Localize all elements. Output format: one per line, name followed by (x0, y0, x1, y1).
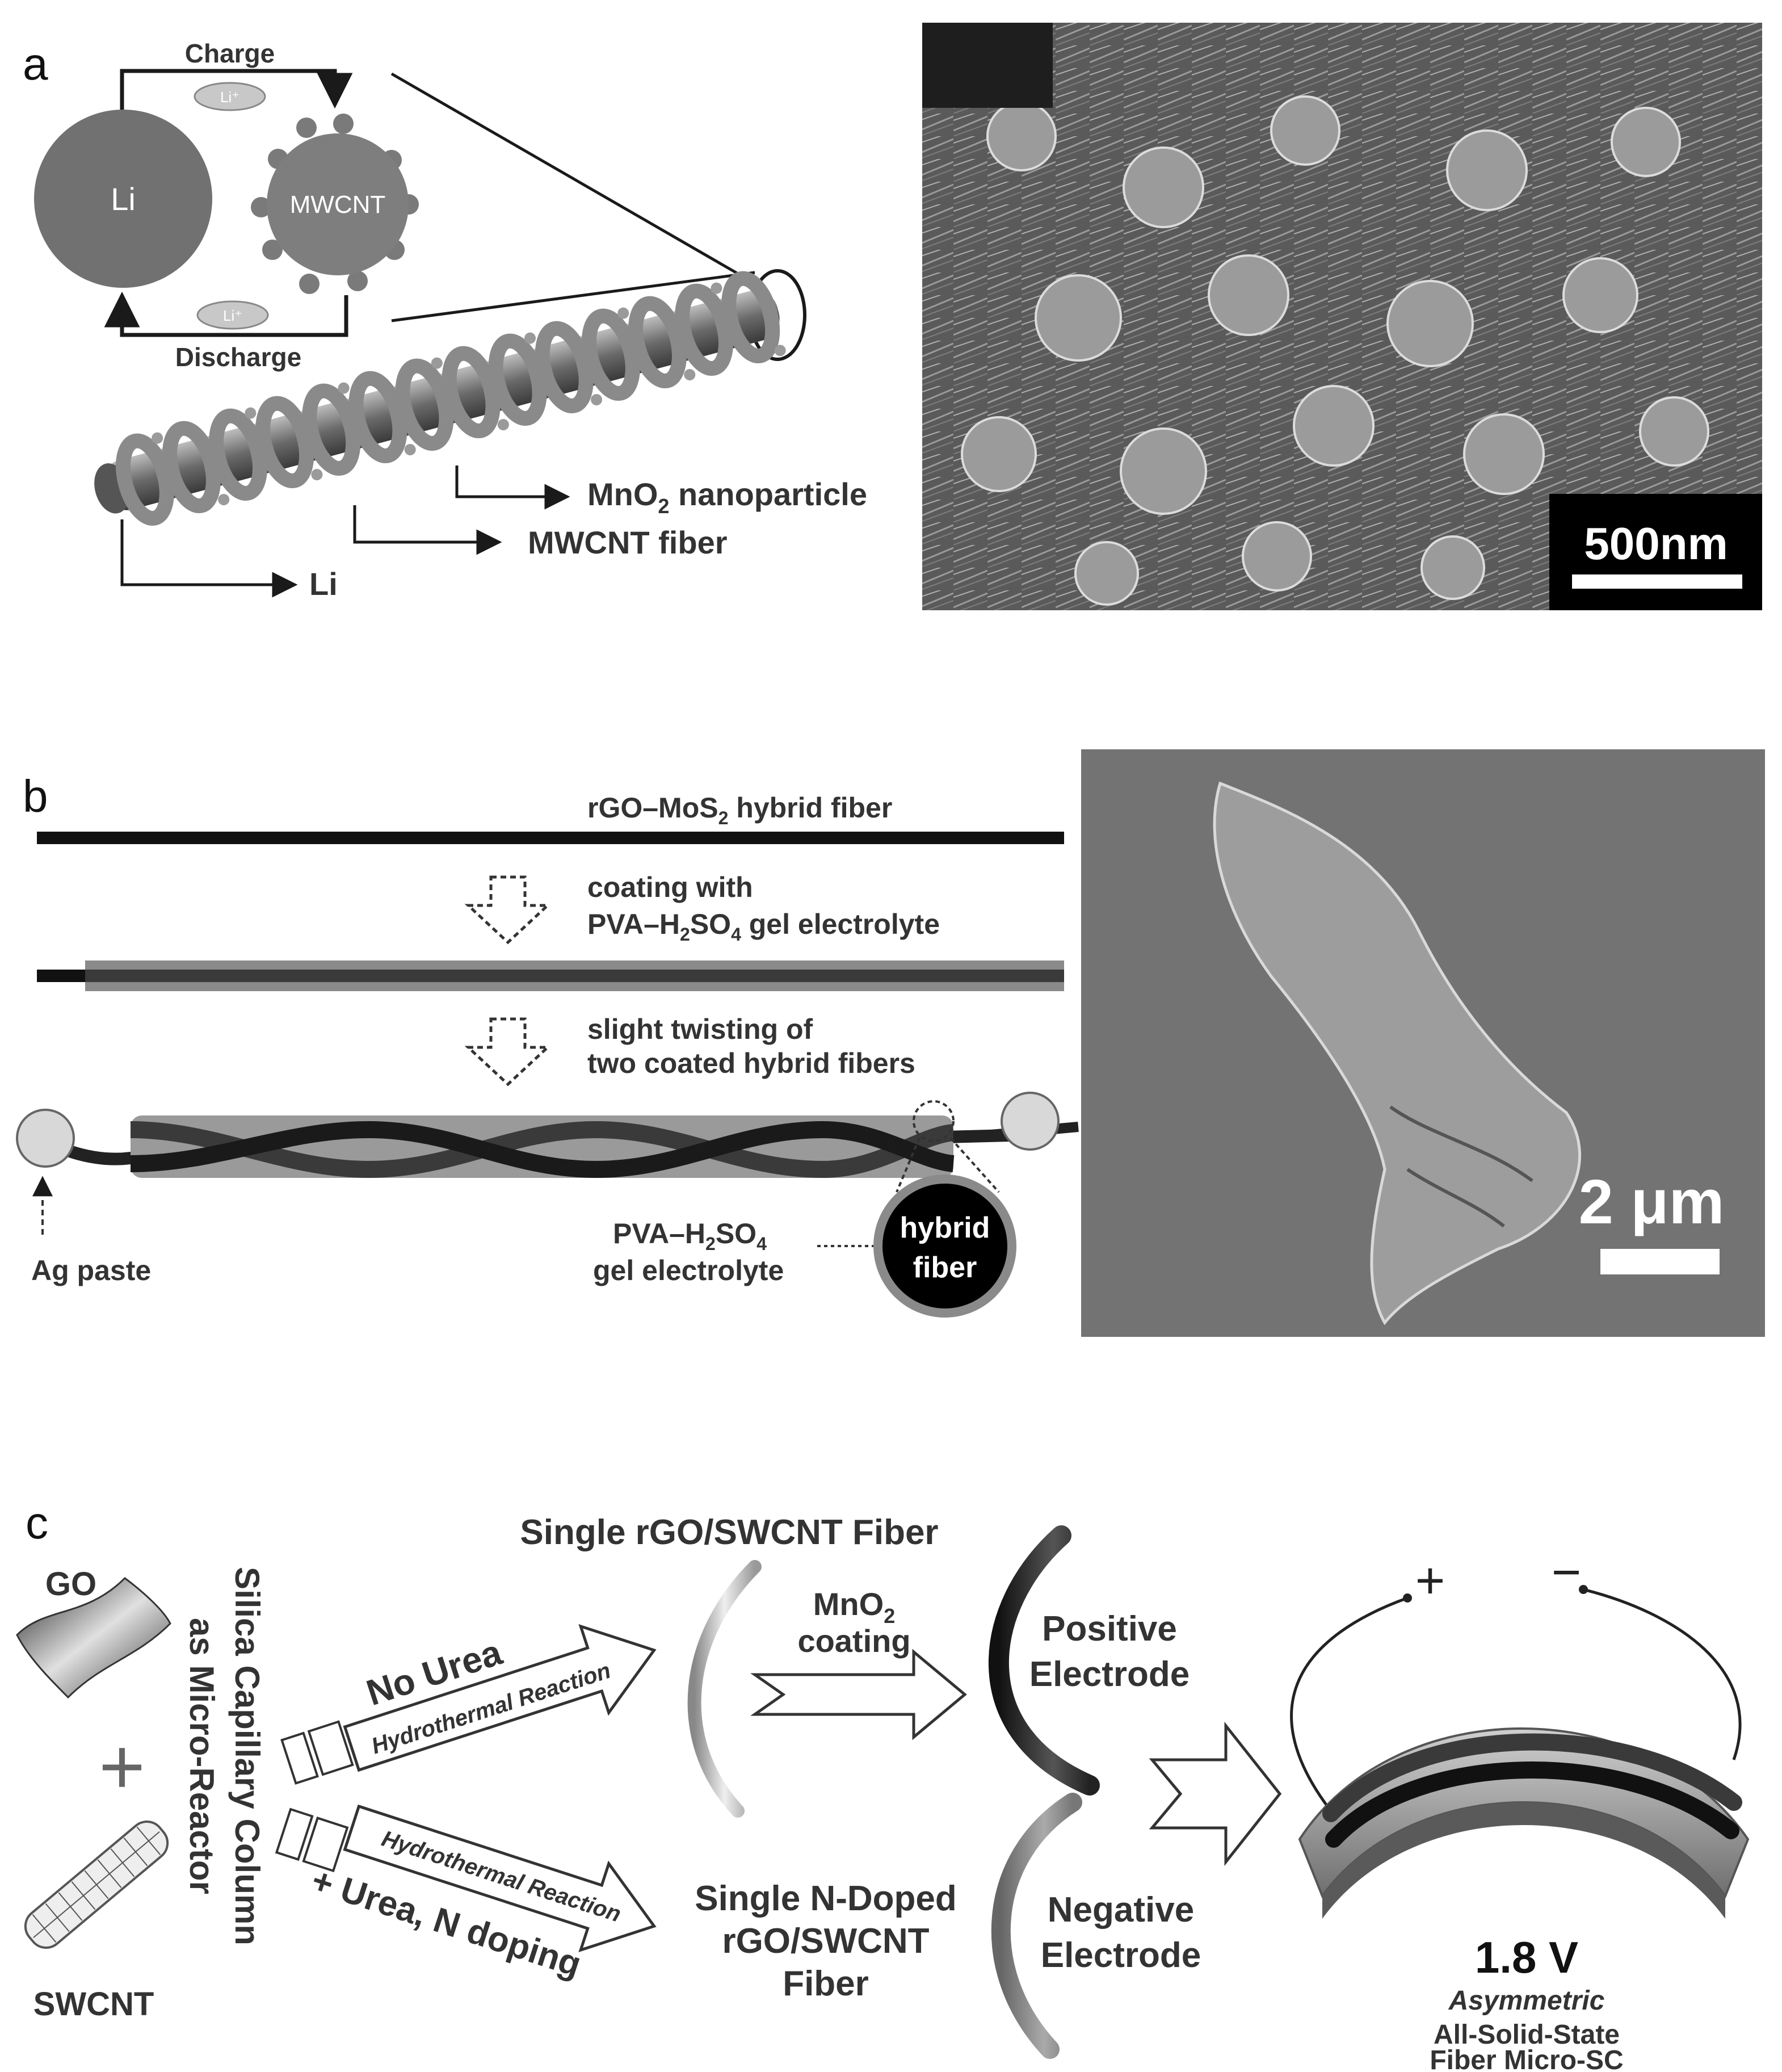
mno2-nanoparticle-label: MnO2 nanoparticle (587, 476, 867, 518)
charge-arrow (120, 69, 353, 114)
capillary-column-top (280, 1720, 354, 1785)
positive-electrode-fiber (989, 1525, 1100, 1796)
capillary-column-bottom (275, 1807, 349, 1873)
twisted-fibers (31, 1100, 1079, 1178)
mwcnt-fiber-pointer (353, 505, 502, 555)
device-line3: Fiber Micro-SC (1430, 2045, 1623, 2072)
voltage-label: 1.8 V (1475, 1932, 1578, 1982)
mno2-coating-line1: MnO2 (813, 1586, 895, 1628)
ndoped-line2: rGO/SWCNT (722, 1922, 929, 1961)
hybrid-circle-line2: fiber (913, 1251, 977, 1284)
column-label-line1: Silica Capillary Column (228, 1567, 266, 1945)
negative-electrode-fiber (991, 1793, 1082, 2059)
no-urea-arrow (343, 1624, 657, 1772)
pva-electrolyte-line1: PVA–H2SO4 (613, 1218, 767, 1254)
mwcnt-electrode-circle (267, 133, 409, 275)
twist-line2: two coated hybrid fibers (587, 1047, 915, 1079)
zoom-line-b1 (896, 1138, 921, 1193)
scale-bar-label-b: 2 μm (1579, 1167, 1725, 1237)
li-electrode-label: Li (111, 181, 136, 217)
ag-paste-right (1001, 1092, 1060, 1151)
twist-step-arrow (464, 1017, 552, 1087)
urea-arrow (343, 1804, 657, 1953)
sem-image-a: 500nm (922, 23, 1762, 610)
panel-b-letter: b (23, 771, 48, 821)
negative-line2: Electrode (1041, 1936, 1201, 1975)
coating-line1: coating with (587, 871, 753, 903)
go-label: GO (45, 1566, 96, 1603)
wire-plus (1290, 1596, 1408, 1812)
device-line2: All-Solid-State (1434, 2020, 1620, 2050)
coating-step-arrow (464, 875, 552, 945)
scale-bar-b (1600, 1249, 1720, 1274)
scale-bar-label-a: 500nm (1584, 518, 1728, 569)
plus-sign: + (99, 1722, 145, 1811)
panel-a-letter: a (23, 39, 48, 89)
li-ion-top (194, 82, 266, 111)
panel-c: c GO + SWCNT Silica Capillary Column as … (16, 1498, 1750, 2072)
li-ion-bottom-label: Li⁺ (223, 307, 242, 324)
li-electrode-circle (34, 110, 212, 288)
terminal-plus: + (1415, 1553, 1445, 1609)
swcnt-tube (24, 1821, 169, 1949)
positive-line1: Positive (1042, 1609, 1177, 1649)
li-pointer-label: Li (309, 566, 338, 602)
mno2-pointer (455, 465, 570, 510)
li-ion-top-label: Li⁺ (220, 89, 239, 106)
coating-arrow (750, 1649, 967, 1740)
swcnt-label: SWCNT (33, 1986, 154, 2023)
negative-line1: Negative (1048, 1890, 1194, 1930)
wire-minus-end (1579, 1585, 1588, 1594)
mwcnt-electrode-label: MWCNT (290, 191, 386, 219)
coated-fiber-core (37, 970, 88, 982)
column-label-line2: as Micro-Reactor (183, 1618, 221, 1894)
zoom-line-b2 (949, 1137, 1000, 1193)
zoom-line-top (390, 72, 762, 288)
assembly-arrow (1149, 1721, 1282, 1867)
mwcnt-fiber-label: MWCNT fiber (528, 525, 728, 560)
panel-b: b rGO–MoS2 hybrid fiber coating with PVA… (16, 749, 1765, 1337)
hybrid-fiber-cross-section (873, 1175, 1016, 1318)
panel-c-letter: c (26, 1498, 48, 1548)
twist-line1: slight twisting of (587, 1013, 813, 1045)
scale-bar-a (1572, 574, 1742, 589)
single-fiber-title: Single rGO/SWCNT Fiber (520, 1513, 938, 1552)
ndoped-line1: Single N-Doped (695, 1879, 957, 1918)
coiled-fiber (94, 271, 786, 526)
discharge-arrow (104, 291, 348, 337)
ndoped-line3: Fiber (783, 1964, 869, 2003)
mno2-coating-line2: coating (797, 1623, 910, 1659)
wire-plus-end (1403, 1593, 1412, 1603)
li-pointer (120, 519, 298, 598)
panel-a: a Charge Li⁺ Discharge Li⁺ Li MWCNT (23, 23, 1762, 610)
hybrid-fiber-line (37, 832, 1064, 844)
discharge-label: Discharge (175, 342, 301, 372)
li-ion-bottom (196, 300, 269, 330)
hybrid-fiber-label: rGO–MoS2 hybrid fiber (587, 792, 892, 828)
micro-sc-device (1298, 1727, 1750, 1919)
device-line1: Asymmetric (1448, 1986, 1605, 2016)
pva-electrolyte-line2: gel electrolyte (593, 1255, 784, 1286)
ag-paste-label: Ag paste (31, 1255, 151, 1286)
zoom-line-bottom (391, 271, 755, 322)
sem-image-b: 2 μm (1081, 749, 1765, 1337)
ag-paste-left (16, 1109, 75, 1168)
positive-line2: Electrode (1029, 1655, 1190, 1694)
go-sheet (16, 1577, 171, 1699)
hybrid-circle-line1: hybrid (900, 1211, 990, 1244)
terminal-minus: − (1552, 1544, 1582, 1601)
wire-minus (1583, 1588, 1742, 1760)
coating-line2: PVA–H2SO4 gel electrolyte (587, 908, 940, 945)
charge-label: Charge (185, 39, 275, 68)
coated-fiber-inner (85, 970, 1064, 982)
single-rgo-swcnt-fiber (687, 1560, 762, 1818)
